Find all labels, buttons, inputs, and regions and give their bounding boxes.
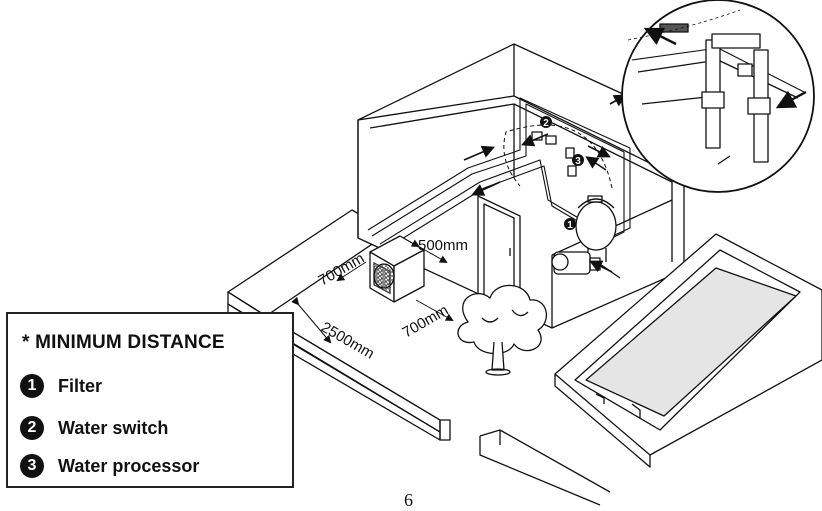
page-number: 6 bbox=[404, 490, 413, 510]
legend-item-filter: 1 Filter bbox=[20, 374, 102, 398]
tree-icon bbox=[457, 284, 548, 376]
valve-cluster bbox=[531, 131, 577, 177]
callout-2: 2 bbox=[543, 118, 549, 129]
fan-grill-icon bbox=[373, 263, 395, 289]
filter-tank bbox=[575, 195, 617, 262]
dimension-2500mm: 2500mm bbox=[318, 319, 377, 363]
number-1-badge: 1 bbox=[20, 374, 44, 398]
legend-title: * MINIMUM DISTANCE bbox=[22, 332, 225, 353]
pool bbox=[554, 233, 822, 468]
legend-item-label: Water switch bbox=[58, 417, 169, 438]
detail-magnifier bbox=[621, 0, 815, 193]
number-2-badge: 2 bbox=[20, 416, 44, 440]
flow-arrows bbox=[463, 94, 627, 273]
callout-1: 1 bbox=[567, 220, 573, 231]
legend-item-label: Water processor bbox=[58, 455, 200, 476]
number-3-badge: 3 bbox=[20, 454, 44, 478]
legend-item-water-processor: 3 Water processor bbox=[20, 454, 199, 478]
heat-pump-unit bbox=[369, 235, 425, 303]
dimension-700mm-front: 700mm bbox=[400, 302, 452, 342]
pool-pump bbox=[551, 251, 621, 279]
callout-3: 3 bbox=[575, 156, 581, 167]
callouts: 2 3 1 bbox=[540, 116, 584, 231]
legend-item-label: Filter bbox=[58, 375, 103, 396]
legend-item-water-switch: 2 Water switch bbox=[20, 416, 168, 440]
dimension-lines bbox=[291, 239, 454, 344]
legend-box: * MINIMUM DISTANCE 1 Filter 2 Water swit… bbox=[6, 312, 294, 488]
leader-curve bbox=[503, 124, 613, 189]
dimension-500mm: 500mm bbox=[418, 237, 468, 254]
